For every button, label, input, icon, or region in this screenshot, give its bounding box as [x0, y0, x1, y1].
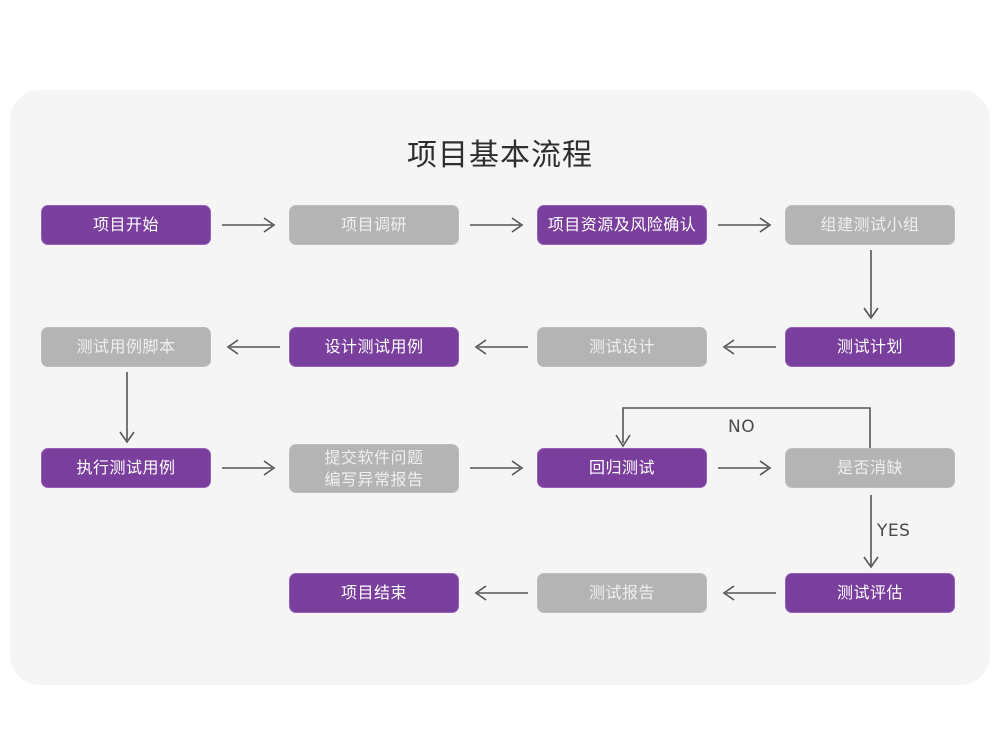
page-title: 项目基本流程 — [407, 138, 593, 173]
node-design-test-case[interactable]: 设计测试用例 — [289, 327, 459, 367]
node-regression-test[interactable]: 回归测试 — [537, 448, 707, 488]
arrow-verify-yes-to-evaluate — [862, 495, 882, 571]
node-test-design[interactable]: 测试设计 — [537, 327, 707, 367]
node-submit-bug-write-report[interactable]: 提交软件问题 编写异常报告 — [289, 444, 459, 493]
arrow-verify-no-to-regression — [615, 405, 885, 455]
arrow-design-to-case — [470, 336, 528, 358]
arrow-resource-to-team — [718, 214, 776, 236]
node-project-start[interactable]: 项目开始 — [41, 205, 211, 245]
node-project-end[interactable]: 项目结束 — [289, 573, 459, 613]
edge-label-no: NO — [728, 417, 756, 437]
node-test-report[interactable]: 测试报告 — [537, 573, 707, 613]
arrow-plan-to-design — [718, 336, 776, 358]
node-test-plan[interactable]: 测试计划 — [785, 327, 955, 367]
arrow-regression-to-verify — [718, 457, 776, 479]
arrow-case-to-script — [222, 336, 280, 358]
node-test-evaluation[interactable]: 测试评估 — [785, 573, 955, 613]
arrow-script-to-execute — [118, 372, 138, 446]
arrow-test-report-to-end — [470, 582, 528, 604]
arrow-execute-to-report-bug — [222, 457, 280, 479]
edge-label-yes: YES — [877, 521, 911, 541]
node-execute-test-case[interactable]: 执行测试用例 — [41, 448, 211, 488]
arrow-evaluate-to-test-report — [718, 582, 776, 604]
node-build-test-team[interactable]: 组建测试小组 — [785, 205, 955, 245]
node-project-survey[interactable]: 项目调研 — [289, 205, 459, 245]
node-test-case-script[interactable]: 测试用例脚本 — [41, 327, 211, 367]
arrow-team-to-plan — [862, 250, 882, 322]
arrow-report-bug-to-regression — [470, 457, 528, 479]
node-defect-resolved-decision[interactable]: 是否消缺 — [785, 448, 955, 488]
arrow-start-to-survey — [222, 214, 280, 236]
node-resource-risk-confirm[interactable]: 项目资源及风险确认 — [537, 205, 707, 245]
arrow-survey-to-resource — [470, 214, 528, 236]
